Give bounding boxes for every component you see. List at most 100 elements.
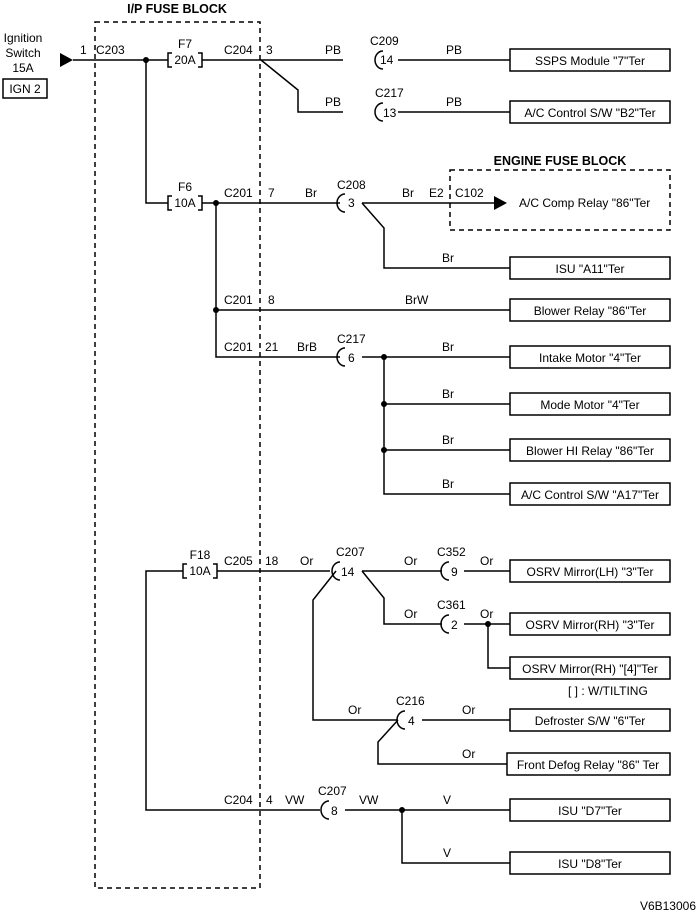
wire-pb4: PB	[446, 95, 462, 109]
osrv-rh4-wire	[487, 624, 510, 669]
load-box-isu-d7	[509, 798, 671, 822]
c208-pin: 3	[348, 196, 355, 210]
wire-br2: Br	[402, 186, 414, 200]
wire-v1: V	[443, 793, 451, 807]
load-front-defog: Front Defog Relay "86" Ter	[517, 758, 659, 772]
load-blower-relay: Blower Relay "86"Ter	[534, 304, 647, 318]
c216-connector-icon	[396, 710, 406, 730]
load-box-isu-a11	[509, 256, 671, 280]
c207-a-pin: 14	[341, 565, 355, 579]
c207-b-pin: 8	[331, 804, 338, 818]
ign2-label: IGN 2	[9, 82, 41, 96]
c208-label: C208	[337, 178, 366, 192]
ign2-box	[2, 78, 48, 99]
c102-label: C102	[455, 186, 484, 200]
c361-connector-icon	[440, 614, 450, 634]
f7-rating: 20A	[174, 53, 195, 67]
ac-comp-arrow-icon	[494, 196, 507, 210]
source-label-line2: Switch	[5, 46, 40, 60]
load-ssps: SSPS Module "7"Ter	[535, 54, 645, 68]
junction-dot	[213, 307, 219, 313]
load-isu-d7: ISU "D7"Ter	[558, 804, 622, 818]
wire-brb: BrB	[297, 340, 317, 354]
wire-v2: V	[443, 846, 451, 860]
wire-or2: Or	[404, 554, 417, 568]
load-ac-ctrl-b2: A/C Control S/W "B2"Ter	[524, 106, 655, 120]
source-label-line3: 15A	[12, 61, 33, 75]
load-osrv-lh: OSRV Mirror(LH) "3"Ter	[527, 565, 654, 579]
load-box-defroster	[509, 708, 671, 732]
c207-b-label: C207	[318, 784, 347, 798]
c361-label: C361	[437, 598, 466, 612]
c217-a-label: C217	[375, 86, 404, 100]
c207-a-connector-icon	[331, 561, 341, 581]
wire-brw: BrW	[405, 293, 429, 307]
c209-pin: 14	[380, 53, 394, 67]
defroster-feed-wire	[312, 570, 398, 721]
source-pin: 1	[80, 43, 87, 57]
c201-a-label: C201	[224, 186, 253, 200]
load-box-ssps	[509, 48, 671, 72]
junction-dot	[399, 807, 405, 813]
wire-or6: Or	[348, 703, 361, 717]
c204-b-label: C204	[224, 793, 253, 807]
c201-c-label: C201	[224, 340, 253, 354]
c361-pin: 2	[451, 618, 458, 632]
wire-or1: Or	[300, 554, 313, 568]
c216-pin: 4	[408, 714, 415, 728]
c217-a-pin: 13	[383, 106, 397, 120]
wire-or7: Or	[462, 703, 475, 717]
wire-or5: Or	[480, 607, 493, 621]
c216-label: C216	[396, 694, 425, 708]
load-osrv-rh4: OSRV Mirror(RH) "[4]"Ter	[522, 662, 658, 676]
load-isu-d8: ISU "D8"Ter	[558, 857, 622, 871]
junction-dot	[485, 621, 491, 627]
c204-b-pin: 4	[266, 793, 273, 807]
wire-br1: Br	[305, 186, 317, 200]
load-ac-ctrl-a17: A/C Control S/W "A17"Ter	[521, 488, 659, 502]
load-box-front-defog	[506, 752, 671, 776]
f18-name: F18	[190, 548, 211, 562]
c205-pin: 18	[265, 554, 279, 568]
c201-b-label: C201	[224, 293, 253, 307]
c209-connector-icon	[374, 50, 384, 70]
wire-br5: Br	[442, 387, 454, 401]
load-box-blower-hi	[509, 438, 671, 462]
load-box-blower-relay	[509, 298, 671, 322]
c205-label: C205	[224, 554, 253, 568]
c217-b-connector-icon	[336, 347, 346, 367]
load-osrv-rh: OSRV Mirror(RH) "3"Ter	[526, 618, 655, 632]
c204-a-pin: 3	[266, 43, 273, 57]
load-ac-comp: A/C Comp Relay "86"Ter	[519, 196, 650, 210]
f7-branch-wire	[260, 59, 343, 113]
c201-a-pin: 7	[268, 186, 275, 200]
c201-b-pin: 8	[268, 293, 275, 307]
wire-br3: Br	[442, 251, 454, 265]
c217-a-connector-icon	[374, 102, 384, 122]
wire-pb2: PB	[325, 95, 341, 109]
engine-fuse-block-title: ENGINE FUSE BLOCK	[494, 154, 627, 168]
c102-pin: E2	[429, 186, 444, 200]
wire-or3: Or	[480, 554, 493, 568]
junction-dot	[381, 447, 387, 453]
front-defog-wire	[377, 719, 507, 765]
c352-label: C352	[437, 545, 466, 559]
source-connector: C203	[96, 43, 125, 57]
load-mode: Mode Motor "4"Ter	[540, 398, 639, 412]
f18-rating: 10A	[189, 564, 210, 578]
load-box-isu-d8	[509, 851, 671, 875]
load-box-ac-ctrl-a17	[509, 482, 671, 506]
diagram-id: V6B13006	[640, 899, 696, 913]
c209-label: C209	[370, 34, 399, 48]
source-label-line1: Ignition	[4, 31, 43, 45]
c352-pin: 9	[451, 565, 458, 579]
load-blower-hi: Blower HI Relay "86"Ter	[526, 444, 654, 458]
load-box-mode	[509, 392, 671, 416]
ip-fuse-block-title: I/P FUSE BLOCK	[127, 2, 227, 16]
wire-vw2: VW	[359, 793, 379, 807]
f7-name: F7	[178, 37, 192, 51]
wire-pb1: PB	[325, 43, 341, 57]
c201-c-pin: 21	[265, 340, 279, 354]
